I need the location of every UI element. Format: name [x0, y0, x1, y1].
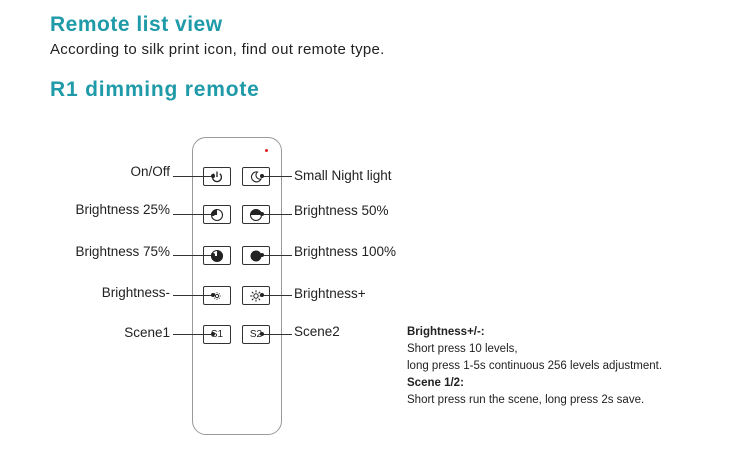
leader-dot: [211, 174, 215, 178]
note-scene-line1: Short press run the scene, long press 2s…: [407, 394, 645, 406]
leader-dot: [260, 332, 264, 336]
label-scene1: Scene1: [124, 325, 170, 340]
full-circle-icon: [250, 250, 262, 261]
leader-dot: [260, 253, 264, 257]
brightness-50-button[interactable]: [242, 205, 270, 224]
brightness-plus-button[interactable]: [242, 286, 270, 305]
leader-dot: [211, 293, 215, 297]
note-brightness-line1: Short press 10 levels,: [407, 343, 518, 355]
scene2-button-label: S2: [249, 329, 263, 340]
leader-dot: [211, 332, 215, 336]
note-scene-title: Scene 1/2:: [407, 377, 464, 389]
leader-dot: [260, 212, 264, 216]
leader-line: [262, 255, 292, 256]
leader-dot: [211, 253, 215, 257]
label-brightness-25: Brightness 25%: [75, 202, 170, 217]
label-brightness-plus: Brightness+: [294, 286, 366, 301]
leader-line: [173, 255, 213, 256]
leader-dot: [260, 293, 264, 297]
brightness-100-button[interactable]: [242, 246, 270, 265]
label-brightness-minus: Brightness-: [101, 285, 170, 300]
label-scene2: Scene2: [294, 324, 340, 339]
note-brightness-title: Brightness+/-:: [407, 326, 485, 338]
label-brightness-50: Brightness 50%: [294, 203, 389, 218]
label-brightness-75: Brightness 75%: [75, 244, 170, 259]
leader-line: [262, 334, 292, 335]
led-indicator: [265, 149, 268, 152]
label-brightness-100: Brightness 100%: [294, 244, 397, 259]
leader-line: [262, 214, 292, 215]
note-brightness-line2: long press 1-5s continuous 256 levels ad…: [407, 360, 663, 372]
brightness-minus-button[interactable]: [203, 286, 231, 305]
page-title: Remote list view: [50, 13, 223, 36]
moon-icon: [250, 170, 262, 182]
leader-line: [262, 295, 292, 296]
label-on-off: On/Off: [130, 164, 170, 179]
leader-line: [262, 176, 292, 177]
section-title: R1 dimming remote: [50, 78, 260, 101]
sun-large-icon: [250, 289, 262, 302]
power-button[interactable]: [203, 167, 231, 186]
leader-line: [173, 295, 213, 296]
leader-line: [173, 176, 213, 177]
sun-small-icon: [213, 291, 221, 300]
page-subtitle: According to silk print icon, find out r…: [50, 41, 385, 58]
night-light-button[interactable]: [242, 167, 270, 186]
leader-dot: [211, 212, 215, 216]
brightness-75-button[interactable]: [203, 246, 231, 265]
scene1-button-label: S1: [210, 329, 224, 340]
leader-line: [173, 334, 213, 335]
leader-dot: [260, 174, 264, 178]
label-small-night-light: Small Night light: [294, 168, 392, 183]
leader-line: [173, 214, 213, 215]
